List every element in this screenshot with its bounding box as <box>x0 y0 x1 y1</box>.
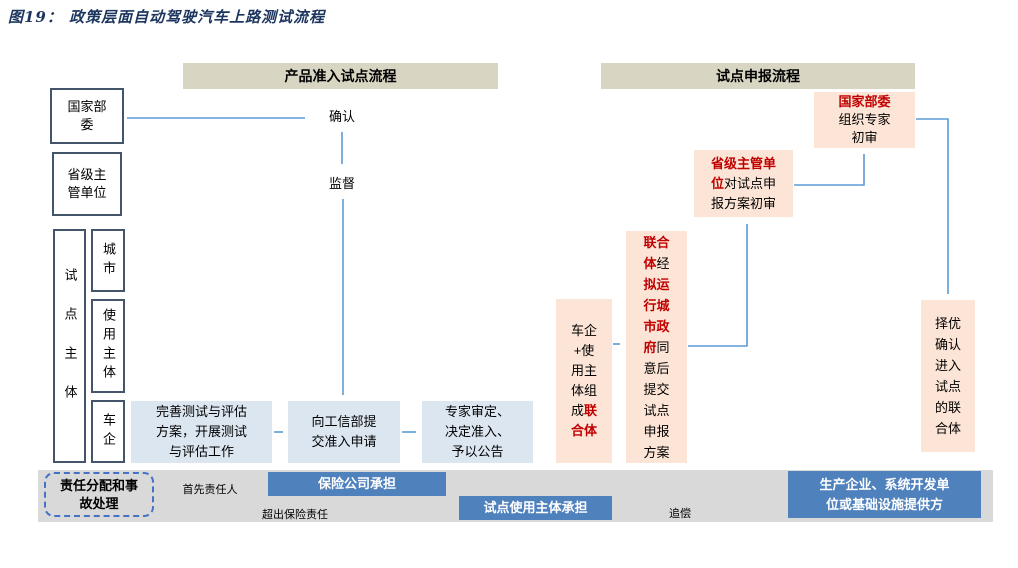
box-pilot-subject-label: 试点主体 <box>62 268 78 424</box>
figure-title: 图19： 政策层面自动驾驶汽车上路测试流程 <box>8 8 326 26</box>
box-city: 城市 <box>91 229 125 292</box>
box-national-ministries: 国家部委 <box>50 88 124 144</box>
box-producer: 生产企业、系统开发单位或基础设施提供方 <box>788 471 981 518</box>
box-submit-plan: 联合体经拟运行城市政府同意后提交试点申报方案 <box>626 231 687 463</box>
box-user-subject: 使用主体 <box>91 299 125 393</box>
arrow-provincial-to-national <box>794 154 865 186</box>
box-consortium-label: 车企+使用主体组成联合体 <box>570 323 598 438</box>
arrow-national-to-select <box>916 118 949 294</box>
box-automaker: 车企 <box>91 400 125 463</box>
box-submit-miit: 向工信部提交准入申请 <box>288 401 400 463</box>
box-submit-miit-label: 向工信部提交准入申请 <box>311 414 377 449</box>
box-provincial-review: 省级主管单位对试点申报方案初审 <box>694 150 793 217</box>
box-insurance-bears: 保险公司承担 <box>268 472 446 496</box>
box-user-subject-label: 使用主体 <box>101 308 116 384</box>
box-automaker-label: 车企 <box>101 412 116 451</box>
arrow-plan-to-provincial <box>688 224 748 347</box>
box-expert-review-label: 专家审定、决定准入、予以公告 <box>444 404 510 459</box>
label-beyond-insurance: 超出保险责任 <box>262 509 328 521</box>
box-select-best-label: 择优确认进入试点的联合体 <box>934 316 961 436</box>
box-responsibility-label: 责任分配和事故处理 <box>60 477 139 511</box>
box-pilot-user-bears-label: 试点使用主体承担 <box>483 500 588 515</box>
box-improve-testing-label: 完善测试与评估方案，开展测试与评估工作 <box>155 404 247 459</box>
box-improve-testing: 完善测试与评估方案，开展测试与评估工作 <box>131 401 272 463</box>
label-recourse: 追偿 <box>669 508 691 520</box>
box-responsibility: 责任分配和事故处理 <box>44 472 154 517</box>
label-supervise: 监督 <box>328 176 355 191</box>
header-pilot-application: 试点申报流程 <box>601 63 915 89</box>
box-provincial-authority-label: 省级主管单位 <box>67 167 107 200</box>
box-expert-review: 专家审定、决定准入、予以公告 <box>422 401 533 463</box>
header-product-admission: 产品准入试点流程 <box>183 63 498 89</box>
box-producer-label: 生产企业、系统开发单位或基础设施提供方 <box>819 476 950 512</box>
box-consortium: 车企+使用主体组成联合体 <box>556 299 612 463</box>
box-select-best: 择优确认进入试点的联合体 <box>921 300 975 452</box>
box-national-review-label: 国家部委组织专家初审 <box>838 94 891 145</box>
box-pilot-user-bears: 试点使用主体承担 <box>459 496 612 520</box>
box-city-label: 城市 <box>101 241 116 280</box>
box-pilot-subject: 试点主体 <box>53 229 86 463</box>
label-first-responsible: 首先责任人 <box>182 484 238 496</box>
label-confirm: 确认 <box>328 109 355 124</box>
box-submit-plan-label: 联合体经拟运行城市政府同意后提交试点申报方案 <box>643 234 670 460</box>
box-national-ministries-label: 国家部委 <box>67 99 107 132</box>
box-national-review: 国家部委组织专家初审 <box>814 92 915 148</box>
box-provincial-authority: 省级主管单位 <box>52 152 122 216</box>
box-insurance-bears-label: 保险公司承担 <box>317 476 396 491</box>
box-provincial-review-label: 省级主管单位对试点申报方案初审 <box>710 155 777 211</box>
